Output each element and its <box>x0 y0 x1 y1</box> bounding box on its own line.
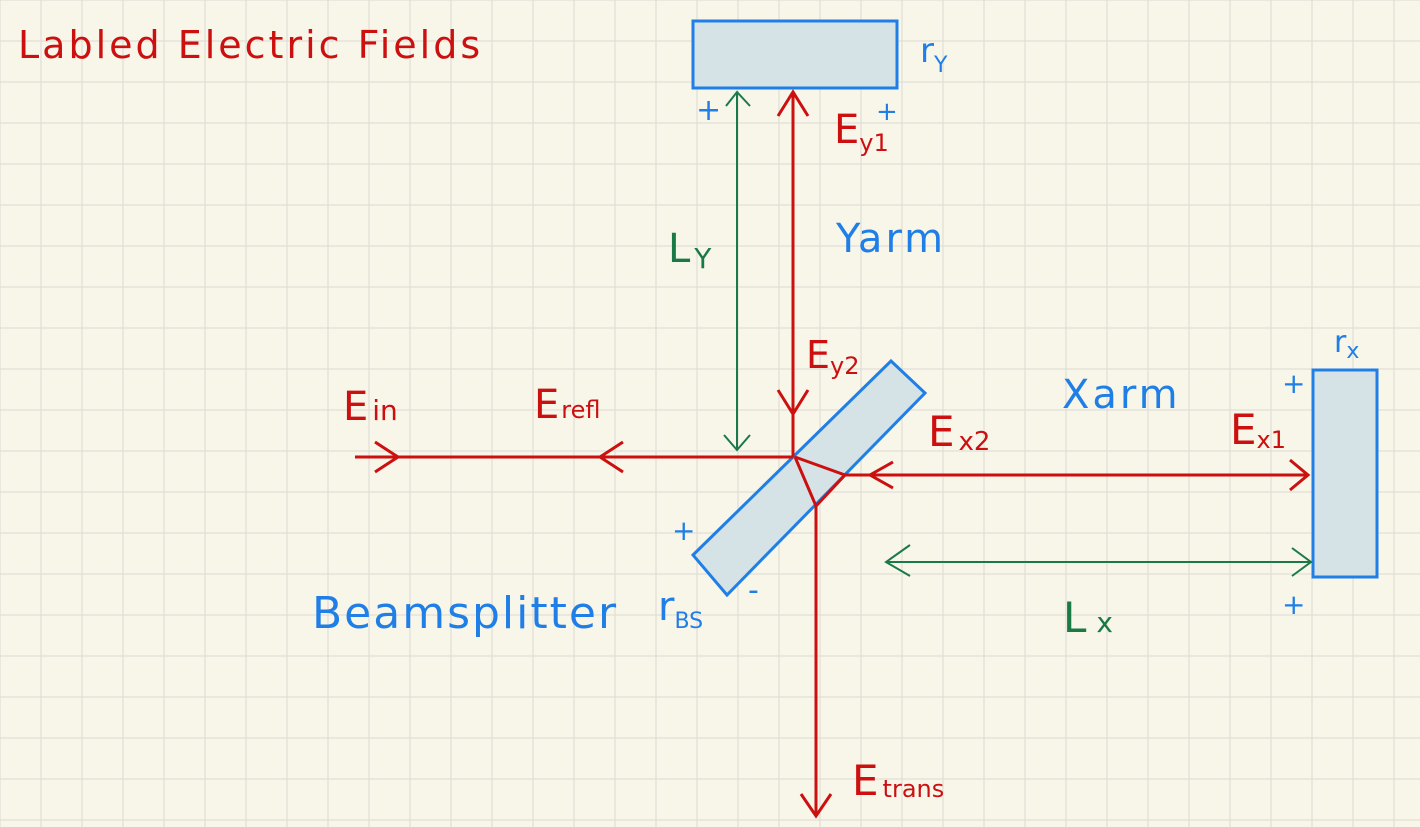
e-y1-label: Ey1 <box>834 107 889 157</box>
e-trans-arrowhead <box>799 793 833 819</box>
bs-plus-sign: + <box>672 514 695 547</box>
beamsplitter-label: Beamsplitter <box>312 588 618 639</box>
y-end-mirror <box>691 19 899 90</box>
e-x2-arrowhead <box>866 460 894 490</box>
y-arm-label: Yarm <box>835 216 946 262</box>
e-in-arrowhead <box>374 440 401 474</box>
e-y1-arrowhead <box>776 89 810 117</box>
bs-minus-sign: - <box>748 573 759 608</box>
diagram-title: Labled Electric Fields <box>18 23 483 67</box>
e-x1-arrowhead <box>1289 458 1311 492</box>
lx-arrowhead-left <box>884 544 911 577</box>
lx-arrowhead-right <box>1291 547 1313 577</box>
x-mirror-r-label: rx <box>1334 325 1359 364</box>
ly-arrowhead-bottom <box>723 434 751 452</box>
y-mirror-r-label: rY <box>920 31 948 78</box>
e-refl-label: Erefl <box>534 382 601 428</box>
y-mirror-plus-right: + <box>876 97 898 127</box>
beam-paths <box>355 89 1311 819</box>
e-x1-label: Ex1 <box>1230 405 1286 454</box>
e-y2-arrowhead <box>776 389 810 417</box>
bs-internal-path <box>793 455 848 509</box>
bs-r-label: rBS <box>658 584 703 634</box>
x-mirror-plus-bottom: + <box>1282 588 1305 621</box>
x-mirror-plus-top: + <box>1282 367 1305 400</box>
ly-arrowhead-top <box>725 90 751 107</box>
e-y2-label: Ey2 <box>806 333 860 380</box>
x-end-mirror <box>1311 368 1379 579</box>
x-arm-label: Xarm <box>1062 372 1181 418</box>
beamsplitter <box>690 358 928 598</box>
y-mirror-plus-left: + <box>696 93 721 128</box>
e-refl-arrowhead <box>597 440 624 474</box>
length-markers <box>723 90 1313 577</box>
